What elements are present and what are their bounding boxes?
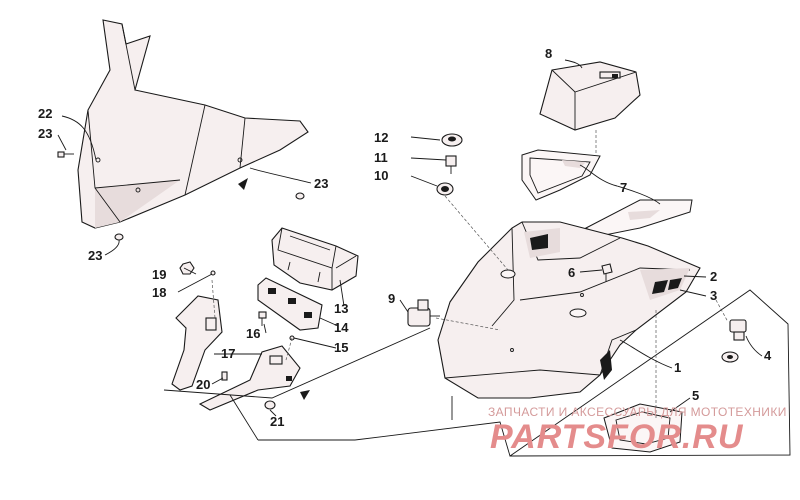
lens-5 bbox=[603, 403, 683, 453]
screw-6 bbox=[601, 263, 613, 282]
callout-20: 20 bbox=[196, 377, 210, 392]
callout-12: 12 bbox=[374, 130, 388, 145]
assembly-line-7 bbox=[285, 337, 293, 361]
callout-5: 5 bbox=[692, 388, 699, 403]
callout-23-right: 23 bbox=[314, 176, 328, 191]
lens-frame-upper bbox=[521, 149, 601, 201]
assembly-line-1 bbox=[444, 195, 509, 271]
watermark-tagline: ЗАПЧАСТИ И АКСЕССУАРЫ ДЛЯ МОТОТЕХНИКИ bbox=[488, 405, 787, 419]
direction-arrow-icon bbox=[238, 178, 248, 190]
fitting-11 bbox=[445, 155, 457, 174]
nut-21 bbox=[264, 400, 276, 410]
callout-23-bottom: 23 bbox=[88, 248, 102, 263]
callout-19: 19 bbox=[152, 267, 166, 282]
switch-9 bbox=[407, 299, 440, 327]
callout-4: 4 bbox=[764, 348, 772, 363]
screw-16 bbox=[258, 311, 267, 326]
cap-12 bbox=[441, 133, 463, 147]
callout-22: 22 bbox=[38, 106, 52, 121]
callout-11: 11 bbox=[374, 150, 388, 165]
callout-14: 14 bbox=[334, 320, 349, 335]
callout-10: 10 bbox=[374, 168, 388, 183]
assembly-line-2 bbox=[435, 317, 501, 331]
light-socket-4 bbox=[721, 319, 747, 363]
callout-6: 6 bbox=[568, 265, 575, 280]
grommet-10 bbox=[436, 182, 454, 196]
mounting-bracket-17 bbox=[198, 345, 301, 411]
group-line-c bbox=[354, 289, 791, 457]
watermark-brand: PARTSFOR.RU bbox=[490, 418, 744, 456]
callout-21: 21 bbox=[270, 414, 284, 429]
group-line-b bbox=[229, 394, 355, 441]
hood-cowl bbox=[437, 221, 701, 399]
callout-17: 17 bbox=[221, 346, 235, 361]
callout-9: 9 bbox=[388, 291, 395, 306]
callout-leaders bbox=[57, 59, 763, 417]
assembly-line-6 bbox=[211, 279, 216, 319]
callout-16: 16 bbox=[246, 326, 260, 341]
callout-3: 3 bbox=[710, 288, 717, 303]
callout-23-left: 23 bbox=[38, 126, 52, 141]
screw-23-bottom bbox=[114, 233, 124, 241]
callout-13: 13 bbox=[334, 301, 348, 316]
callout-2: 2 bbox=[710, 269, 717, 284]
callout-8: 8 bbox=[545, 46, 552, 61]
callout-15: 15 bbox=[334, 340, 348, 355]
callout-18: 18 bbox=[152, 285, 166, 300]
screw-23-left bbox=[57, 151, 74, 158]
storage-cover bbox=[539, 61, 641, 131]
assembly-line-5 bbox=[715, 299, 729, 323]
instrument-cluster bbox=[271, 227, 359, 291]
mounting-bracket-18 bbox=[171, 295, 223, 391]
windshield bbox=[77, 19, 309, 229]
cluster-bracket bbox=[257, 277, 323, 331]
group-line-a bbox=[163, 327, 431, 399]
screw-20 bbox=[221, 371, 228, 381]
callout-1: 1 bbox=[674, 360, 681, 375]
direction-arrow-icon-2 bbox=[300, 390, 310, 400]
screw-23-right bbox=[295, 192, 305, 200]
callout-7: 7 bbox=[620, 180, 627, 195]
lens-frame-lower bbox=[584, 199, 693, 237]
